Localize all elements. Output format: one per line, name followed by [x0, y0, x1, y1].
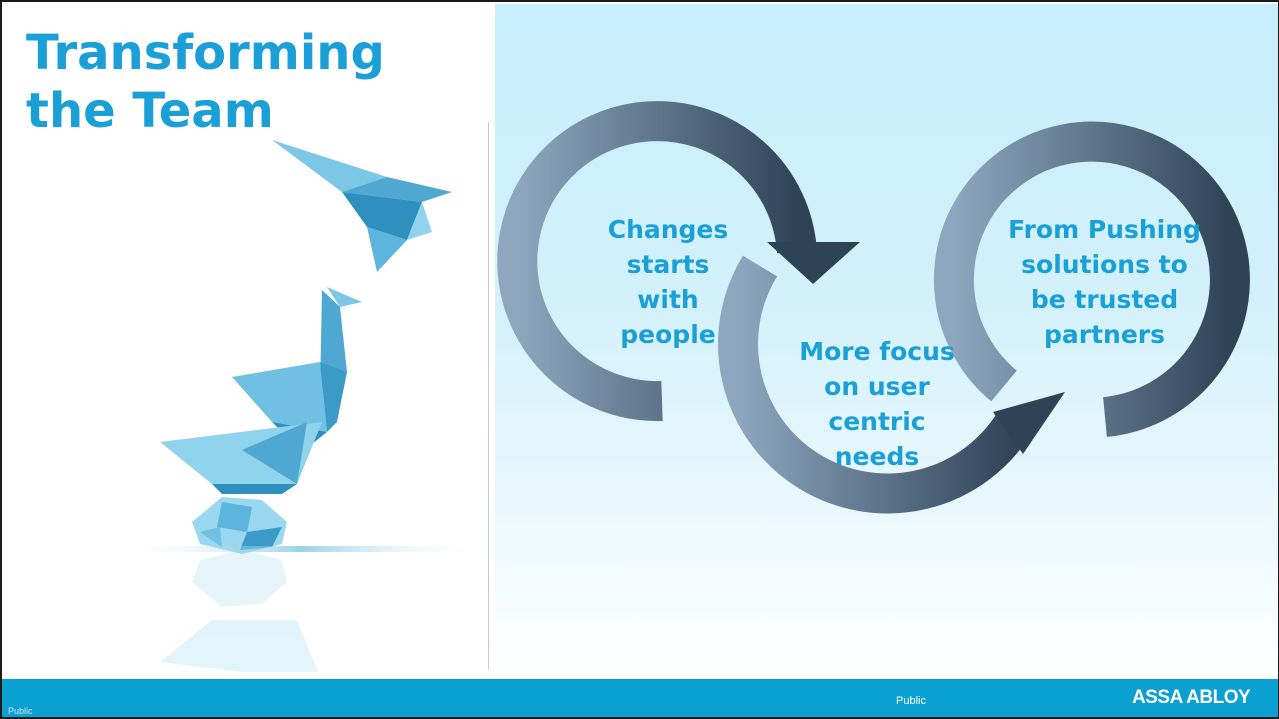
circular-arrows-diagram [497, 101, 1250, 514]
classification-label-small: Public [8, 706, 33, 716]
footer-bar: Public Public ASSA ABLOY [2, 679, 1278, 717]
ring-arrow-1 [497, 101, 860, 422]
origami-bird-icon [272, 140, 452, 272]
brand-logo: ASSA ABLOY [1132, 687, 1251, 708]
step-1-text: Changes starts with people [607, 215, 729, 349]
crumpled-paper-icon [192, 497, 287, 554]
origami-swan-icon [232, 287, 362, 452]
ring-arrow-2 [718, 255, 1065, 514]
origami-boat-icon [160, 422, 322, 494]
origami-evolution-icon [122, 140, 482, 672]
left-panel [4, 4, 492, 678]
step-3-text: From Pushing solutions to be trusted par… [1008, 215, 1201, 349]
slide-title: Transforming the Team [26, 25, 385, 139]
classification-label: Public [896, 695, 926, 707]
ring-arrow-3 [933, 121, 1250, 437]
step-2-text: More focus on user centric needs [799, 337, 955, 471]
divider-line [488, 122, 489, 670]
